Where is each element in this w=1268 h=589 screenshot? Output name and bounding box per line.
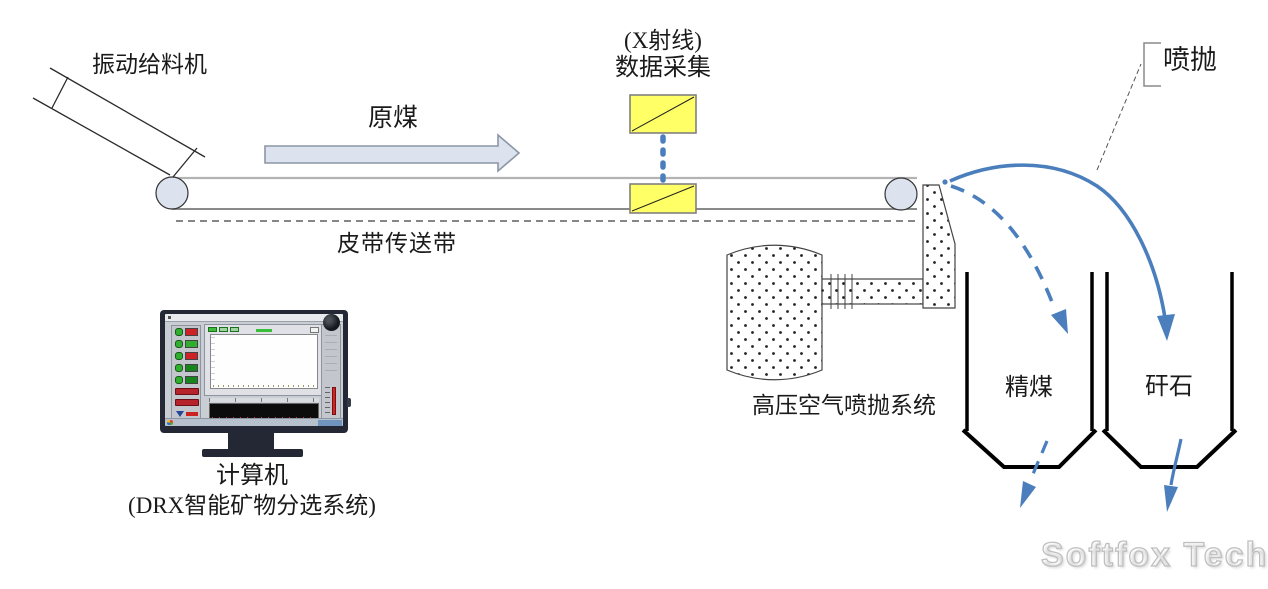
raw-coal-label: 原煤 bbox=[367, 105, 419, 132]
app-title-bar bbox=[165, 314, 343, 322]
gangue-outlet-arrow bbox=[1164, 438, 1183, 512]
air-system-label: 高压空气喷抛系统 bbox=[752, 393, 936, 418]
status-led-icon bbox=[175, 340, 183, 348]
raw-coal-arrow-icon bbox=[264, 133, 521, 173]
xray-source-icon bbox=[629, 94, 697, 134]
chart-x-axis bbox=[213, 385, 316, 387]
eject-label: 喷抛 bbox=[1163, 45, 1217, 75]
spectrum-header bbox=[209, 398, 319, 402]
app-button-row bbox=[175, 364, 199, 372]
watermark: Softfox Tech bbox=[1040, 535, 1268, 574]
xray-label-line2: 数据采集 bbox=[615, 55, 711, 81]
xray-detector-icon bbox=[629, 183, 697, 214]
app-button bbox=[185, 376, 198, 384]
chart-mini-button bbox=[310, 327, 319, 333]
computer-sub-label: (DRX智能矿物分选系统) bbox=[128, 493, 376, 518]
app-chart-area bbox=[204, 324, 323, 396]
app-right-panel bbox=[321, 324, 341, 422]
clean-coal-bin-icon bbox=[961, 272, 1098, 469]
app-button bbox=[185, 364, 198, 372]
clean-coal-outlet-arrow bbox=[1020, 440, 1049, 508]
system-tray bbox=[318, 420, 342, 426]
webcam-sticker-icon bbox=[323, 314, 340, 331]
chart-tab bbox=[208, 327, 217, 332]
app-button bbox=[185, 328, 198, 336]
app-wide-button bbox=[175, 399, 199, 406]
eject-leader-line bbox=[1096, 63, 1142, 171]
left-pulley-icon bbox=[155, 176, 189, 210]
logo-text-mark bbox=[186, 412, 198, 416]
app-wide-button bbox=[175, 388, 199, 395]
app-button-row bbox=[175, 352, 199, 360]
air-tank-icon bbox=[726, 244, 823, 381]
trajectory-dashed-arrow bbox=[950, 184, 1068, 334]
right-pulley-icon bbox=[884, 177, 918, 211]
spectrum-specks bbox=[212, 417, 315, 418]
status-led-icon bbox=[175, 376, 183, 384]
slider-ticks bbox=[325, 387, 330, 415]
status-led-icon bbox=[175, 352, 183, 360]
app-button bbox=[185, 340, 198, 348]
app-left-panel bbox=[171, 325, 201, 419]
red-slider bbox=[332, 387, 336, 415]
app-button-row bbox=[175, 328, 199, 336]
xray-label-line1: (X射线) bbox=[624, 28, 702, 53]
monitor-screen bbox=[165, 314, 343, 426]
logo-icon bbox=[176, 411, 184, 417]
vibrating-feeder-icon bbox=[32, 67, 206, 178]
monitor-stand-neck bbox=[228, 432, 274, 451]
taskbar bbox=[165, 418, 343, 426]
app-button-row bbox=[175, 340, 199, 348]
gangue-label: 矸石 bbox=[1145, 374, 1193, 400]
belt-label: 皮带传送带 bbox=[337, 231, 457, 256]
computer-monitor bbox=[160, 310, 351, 433]
eject-bracket bbox=[1143, 42, 1161, 87]
chart-tab bbox=[230, 327, 239, 332]
air-duct-icon bbox=[821, 274, 924, 309]
start-button-icon bbox=[167, 420, 173, 425]
app-title-dot bbox=[168, 316, 171, 319]
chart-plot bbox=[210, 329, 318, 389]
belt-conveyor-icon bbox=[155, 176, 918, 222]
chart-plot-title-mark bbox=[256, 329, 272, 332]
gangue-bin-icon bbox=[1101, 272, 1238, 469]
monitor-side-button bbox=[347, 398, 351, 407]
app-button bbox=[185, 352, 198, 360]
app-button-row bbox=[175, 376, 199, 384]
status-led-icon bbox=[175, 364, 183, 372]
ejector-nozzle-icon bbox=[922, 184, 956, 309]
app-logo bbox=[176, 411, 199, 417]
chart-tab bbox=[219, 327, 228, 332]
status-led-icon bbox=[175, 328, 183, 336]
computer-label: 计算机 bbox=[216, 463, 288, 489]
feeder-label: 振动给料机 bbox=[92, 52, 207, 77]
monitor-stand-base bbox=[202, 449, 303, 457]
clean-coal-label: 精煤 bbox=[1005, 375, 1053, 401]
chart-tabs bbox=[208, 327, 239, 332]
trajectory-solid-arrow bbox=[942, 163, 1175, 341]
